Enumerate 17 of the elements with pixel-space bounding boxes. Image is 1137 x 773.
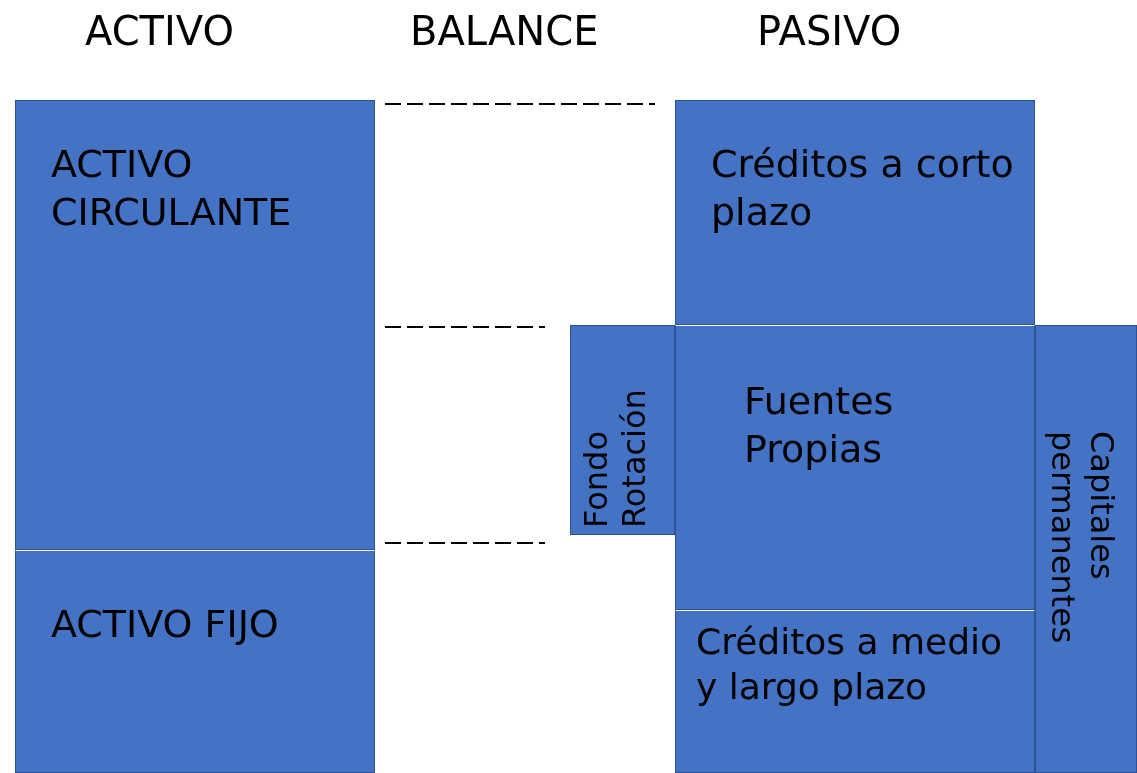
column-heading: ACTIVO: [85, 8, 234, 54]
permanent-capital-block: [1035, 325, 1137, 773]
short-term-credit-block: [675, 100, 1035, 325]
block-label: Capitales permanentes: [1044, 431, 1121, 646]
fixed-assets-block: [15, 550, 375, 773]
block-label: Créditos a corto plazo: [711, 141, 1015, 236]
block-label: Créditos a medio y largo plazo: [696, 620, 1004, 709]
long-term-credit-block: [675, 610, 1035, 773]
column-heading: PASIVO: [757, 8, 902, 54]
equity-block: [675, 325, 1035, 610]
working-capital-block: [570, 325, 675, 535]
block-label: ACTIVO FIJO: [51, 601, 280, 648]
current-assets-block: [15, 100, 375, 550]
block-label: ACTIVO CIRCULANTE: [51, 141, 293, 236]
block-label: Fuentes Propias: [744, 378, 895, 473]
block-label: Fondo Rotación: [577, 388, 654, 528]
column-heading: BALANCE: [410, 8, 599, 54]
